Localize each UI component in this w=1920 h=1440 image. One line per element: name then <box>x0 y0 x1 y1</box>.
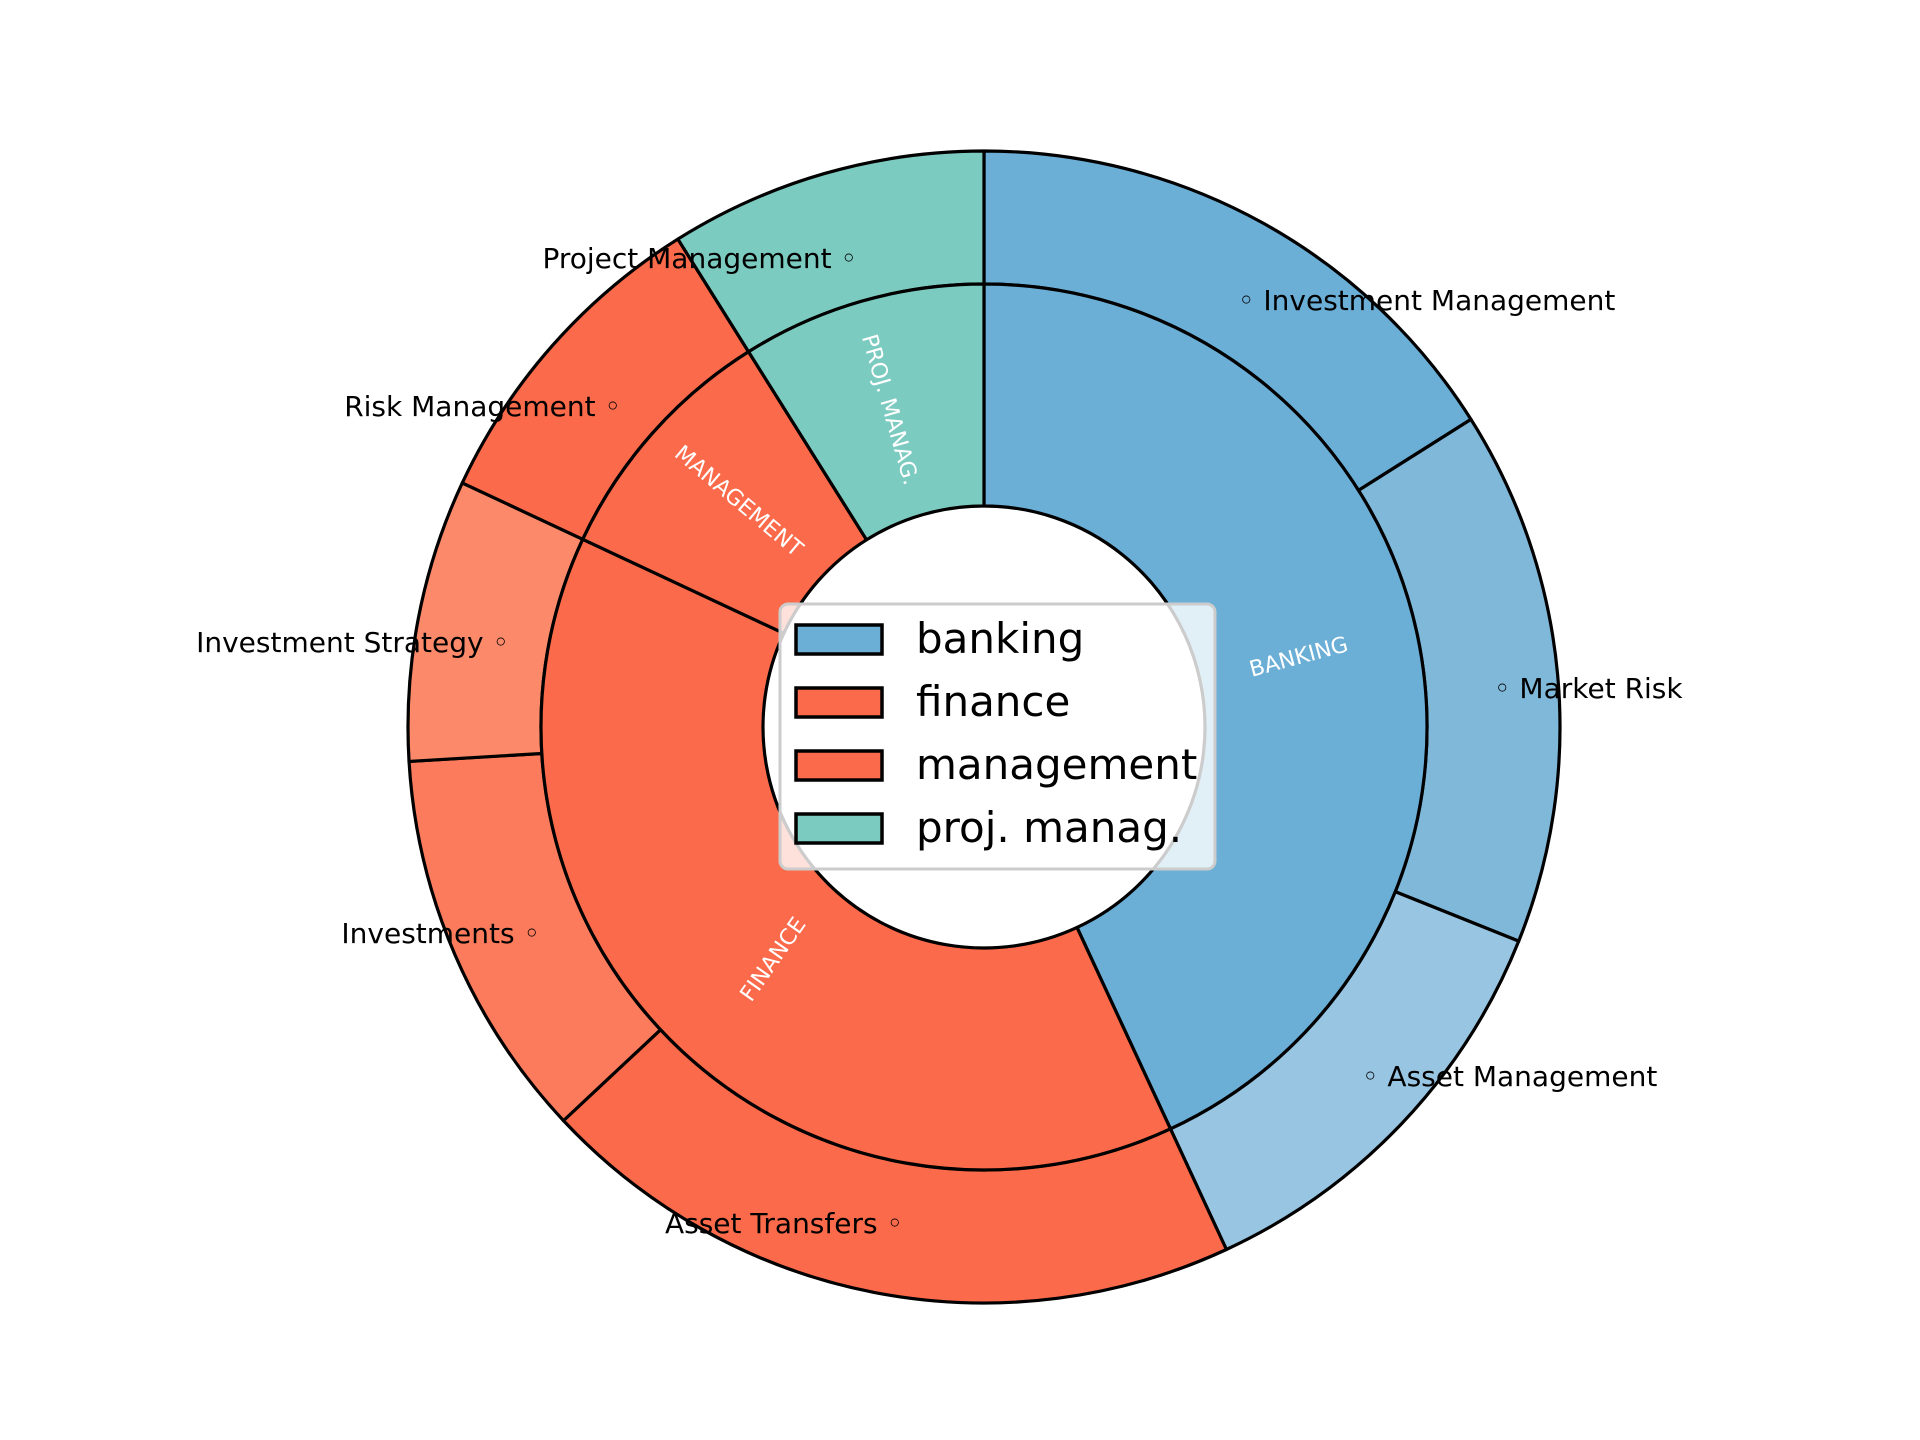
outer-ring <box>406 149 1562 1305</box>
outer-label-project-management: Project Management ◦ <box>542 242 857 275</box>
legend-swatch-management <box>794 749 884 782</box>
legend-entry-management: management <box>794 740 1197 789</box>
legend-entry-proj-manag: proj. manag. <box>794 803 1182 852</box>
legend-label-finance: finance <box>916 677 1070 726</box>
outer-label-risk-management: Risk Management ◦ <box>344 390 621 423</box>
inner-slice-finance <box>539 537 1173 1172</box>
inner-slice-proj-manag <box>746 282 986 542</box>
outer-label-asset-management: ◦ Asset Management <box>1362 1060 1657 1093</box>
legend-entry-banking: banking <box>794 614 1084 663</box>
legend-swatch-proj-manag <box>794 812 884 845</box>
legend-label-banking: banking <box>916 614 1084 663</box>
legend: banking finance management proj. manag. <box>778 602 1217 871</box>
legend-label-management: management <box>916 740 1197 789</box>
outer-label-market-risk: ◦ Market Risk <box>1494 672 1683 705</box>
legend-frame <box>778 602 1217 871</box>
legend-label-proj-manag: proj. manag. <box>916 803 1182 852</box>
outer-label-asset-transfers: Asset Transfers ◦ <box>665 1207 903 1240</box>
outer-label-investment-strategy: Investment Strategy ◦ <box>196 626 509 659</box>
outer-label-investments: Investments ◦ <box>341 917 540 950</box>
outer-ring-labels: ◦ Investment Management ◦ Market Risk ◦ As… <box>196 242 1683 1240</box>
legend-swatch-banking <box>794 623 884 656</box>
legend-swatch-finance <box>794 686 884 719</box>
outer-label-investment-management: ◦ Investment Management <box>1238 284 1615 317</box>
legend-entry-finance: finance <box>794 677 1070 726</box>
